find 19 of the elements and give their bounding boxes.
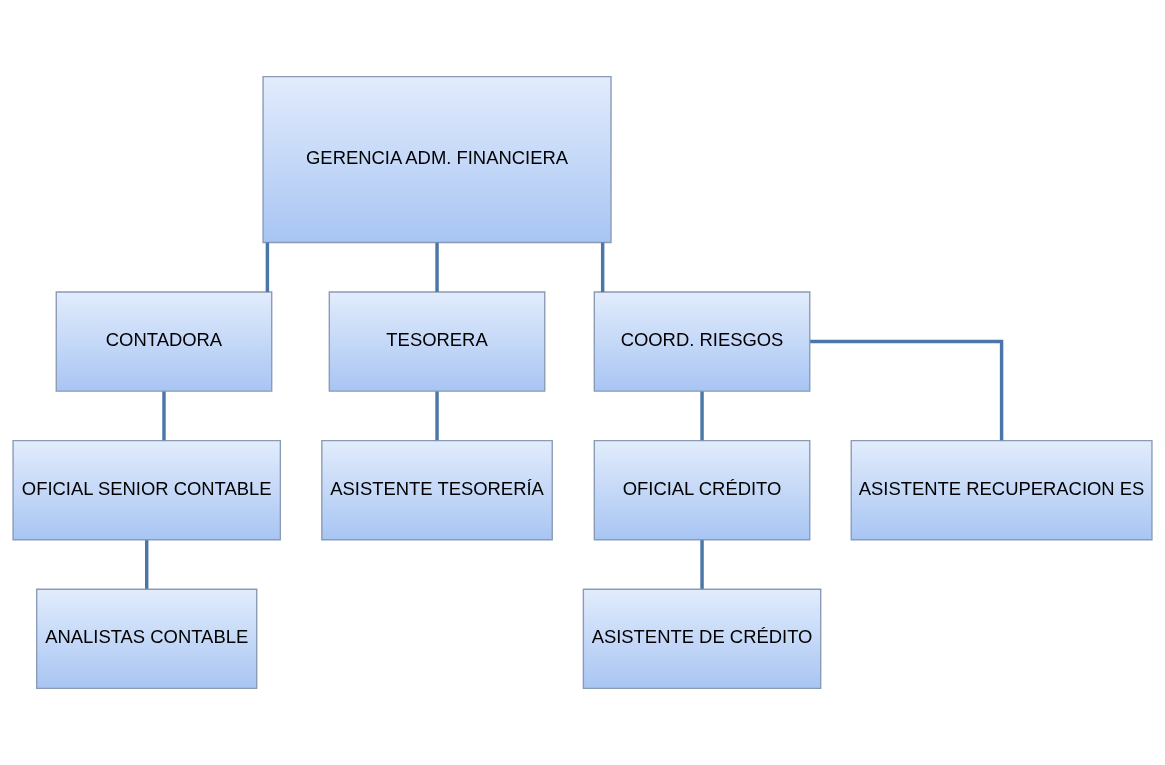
connector [265, 242, 270, 292]
connector [700, 540, 704, 589]
node-box: COORD. RIESGOS [593, 291, 811, 392]
connector [700, 391, 704, 441]
connector [810, 339, 1004, 441]
connector [145, 540, 149, 589]
node-box: ASISTENTE TESORERÍA [321, 440, 553, 541]
node-box: OFICIAL CRÉDITO [593, 440, 811, 541]
node-box: CONTADORA [55, 291, 273, 392]
connector [435, 391, 439, 441]
connector [162, 391, 166, 441]
node-box: ASISTENTE RECUPERACION ES [850, 440, 1153, 541]
node-box: GERENCIA ADM. FINANCIERA [262, 75, 612, 244]
node-box: OFICIAL SENIOR CONTABLE [12, 440, 282, 541]
node-box: ANALISTAS CONTABLE [36, 588, 258, 690]
node-box: ASISTENTE DE CRÉDITO [582, 588, 822, 690]
connector [435, 242, 439, 292]
node-box: TESORERA [328, 291, 546, 392]
connector [600, 242, 605, 292]
